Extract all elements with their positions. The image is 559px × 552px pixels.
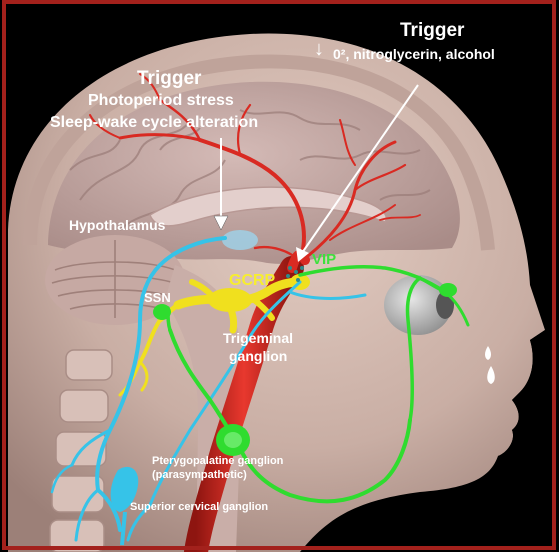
hypothalamus-label: Hypothalamus [69,217,165,233]
gcrp-label: GCRP [229,272,275,290]
trigeminal-label-line1: Trigeminal [223,330,293,346]
ssn-label: SSN [144,290,171,305]
trigger-right-arrow-glyph: ↓ [314,38,324,61]
hypothalamus-region [222,230,258,250]
trigger-right-text: 0², nitroglycerin, alcohol [333,46,495,62]
superior-cervical-label: Superior cervical ganglion [130,501,268,513]
trigger-left-title: Trigger [137,68,201,90]
pterygopalatine-label-line2: (parasympathetic) [152,469,247,481]
vip-label: VIP [312,251,336,268]
trigger-right-title: Trigger [400,20,464,42]
ssn-nucleus [153,304,171,320]
trigeminal-ganglion-body [208,288,252,312]
pterygopalatine-label-line1: Pterygopalatine ganglion [152,455,283,467]
trigeminal-label-line2: ganglion [229,348,287,364]
trigger-left-line1: Photoperiod stress [88,92,234,110]
trigger-left-line2: Sleep-wake cycle alteration [50,114,258,132]
